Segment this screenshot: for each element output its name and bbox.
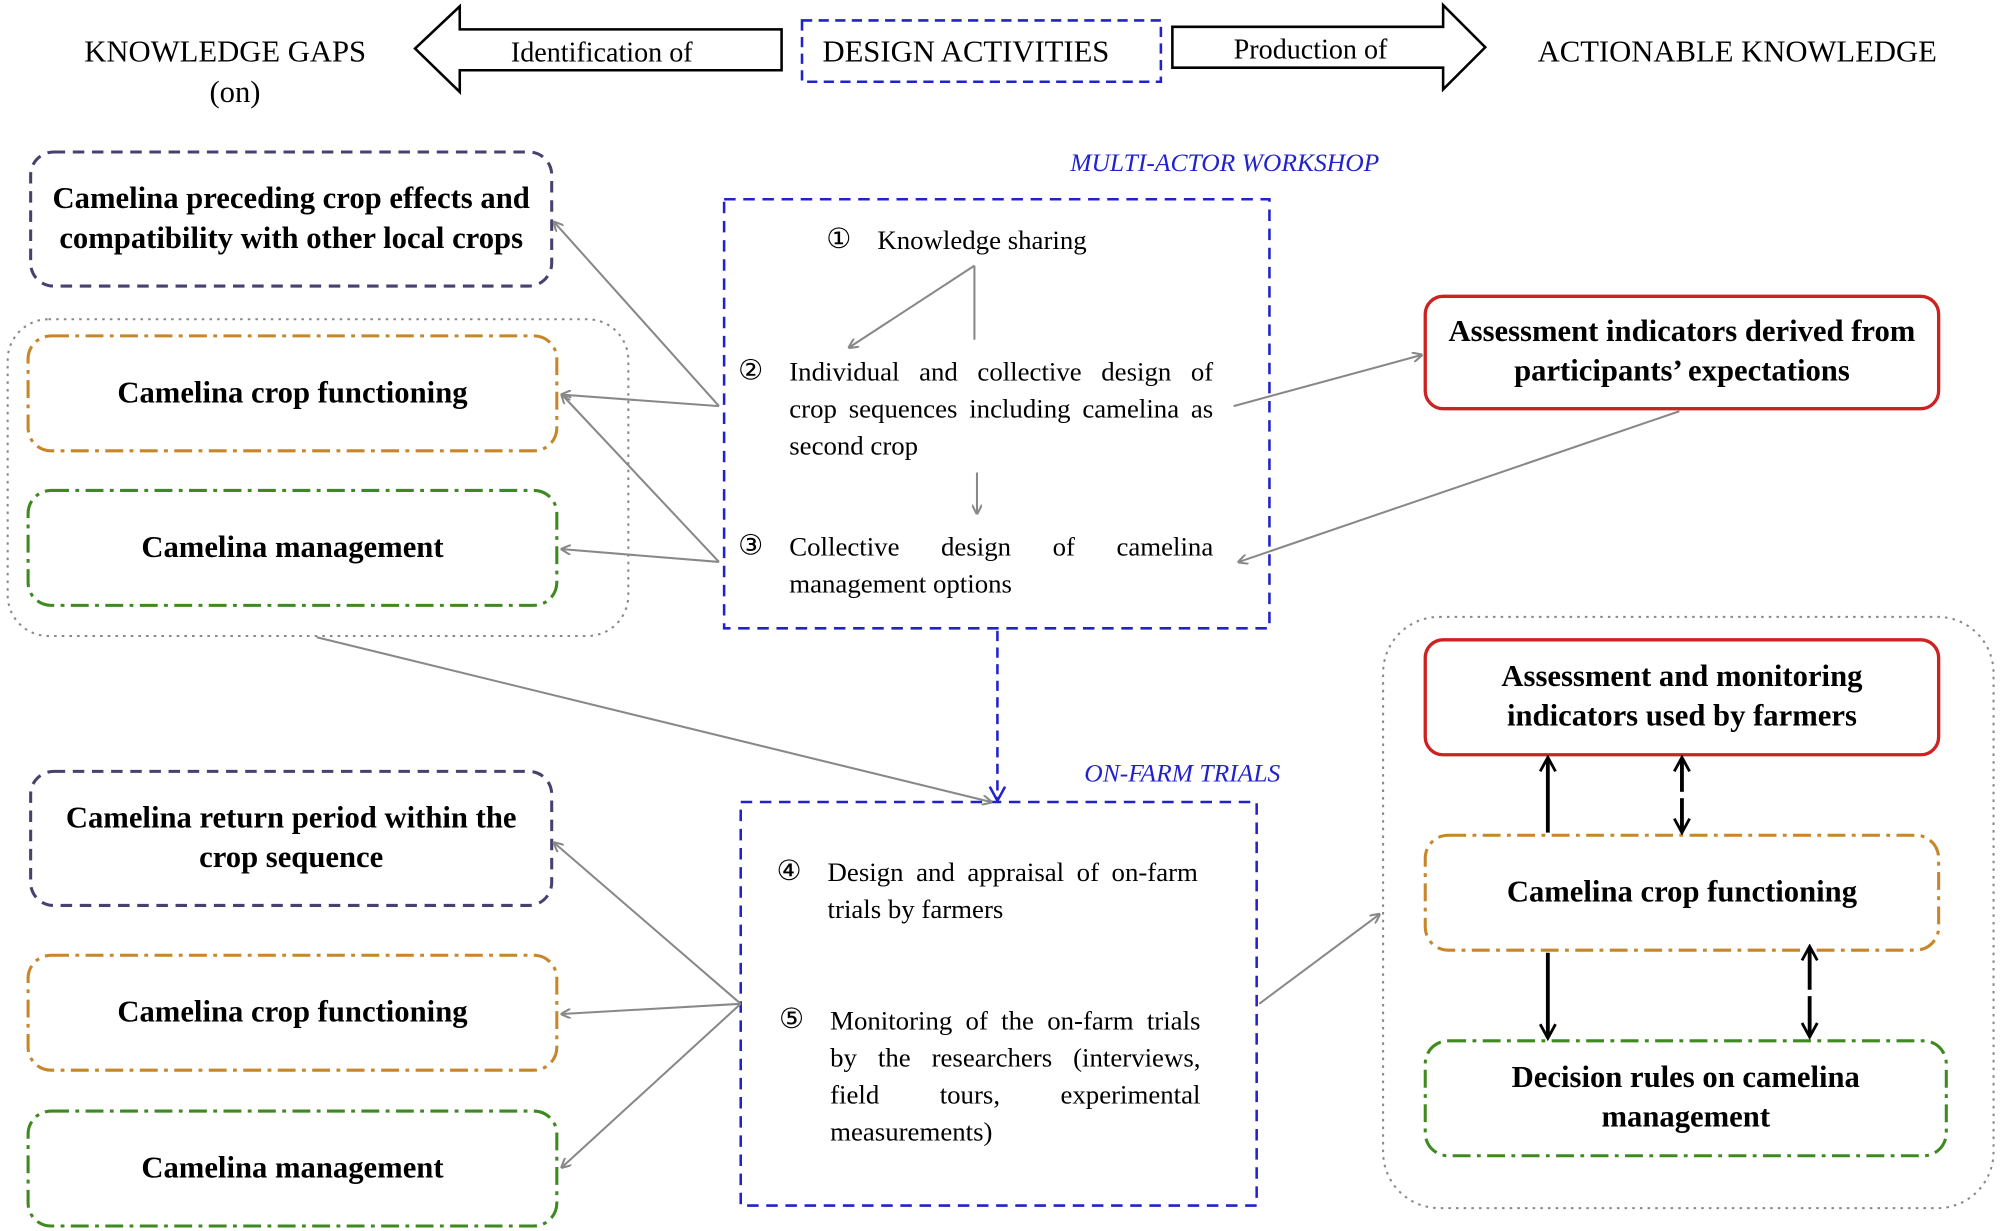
on-farm-trials-title: ON-FARM TRIALS (1084, 759, 1281, 788)
step-1-knowledge-sharing: Knowledge sharing (877, 224, 1087, 256)
knowledge-crop-functioning: Camelina crop functioning (1506, 875, 1858, 909)
step-3-number: ③ (738, 528, 764, 561)
gap-crop-functioning-workshop: Camelina crop functioning (117, 376, 468, 410)
step-2-crop-sequence-design: Individual and collective design of crop… (789, 356, 1214, 462)
gap-return-period: Camelina return period within the crop s… (65, 801, 517, 875)
step-4-trial-design: Design and appraisal of on-farm trials b… (827, 856, 1198, 925)
step-5-trial-monitoring: Monitoring of the on-farm trials by the … (830, 1005, 1201, 1147)
step-1-number: ① (826, 222, 852, 255)
design-activities-frame (800, 19, 1163, 84)
identification-arrow-label: Identification of (510, 35, 693, 68)
knowledge-gaps-heading: KNOWLEDGE GAPS (84, 35, 367, 69)
gap-management-workshop: Camelina management (141, 530, 444, 564)
knowledge-assessment-indicators: Assessment indicators derived from parti… (1448, 315, 1916, 389)
multi-actor-workshop-title: MULTI-ACTOR WORKSHOP (1070, 149, 1380, 178)
production-arrow-label: Production of (1233, 33, 1388, 66)
knowledge-monitoring-indicators: Assessment and monitoring indicators use… (1501, 660, 1863, 734)
knowledge-gaps-subheading: (on) (209, 76, 261, 110)
actionable-knowledge-heading: ACTIONABLE KNOWLEDGE (1537, 35, 1937, 69)
step-2-number: ② (738, 353, 764, 386)
gaps-group-frame (6, 318, 630, 638)
step-5-number: ⑤ (779, 1002, 805, 1035)
workshop-box-frame (722, 197, 1271, 630)
step-3-management-design: Collective design of camelina management… (789, 531, 1214, 599)
gap-management-trials: Camelina management (141, 1151, 444, 1185)
design-activities-heading: DESIGN ACTIVITIES (822, 35, 1110, 69)
production-arrow-shape (1171, 2, 1488, 93)
knowledge-decision-rules: Decision rules on camelina management (1511, 1061, 1860, 1135)
identification-arrow-shape (413, 3, 783, 95)
knowledge-group-frame (1382, 615, 1995, 1210)
gap-crop-functioning-trials: Camelina crop functioning (117, 995, 468, 1029)
step-4-number: ④ (776, 854, 802, 887)
gap-preceding-crop-effects: Camelina preceding crop effects and comp… (52, 181, 530, 255)
